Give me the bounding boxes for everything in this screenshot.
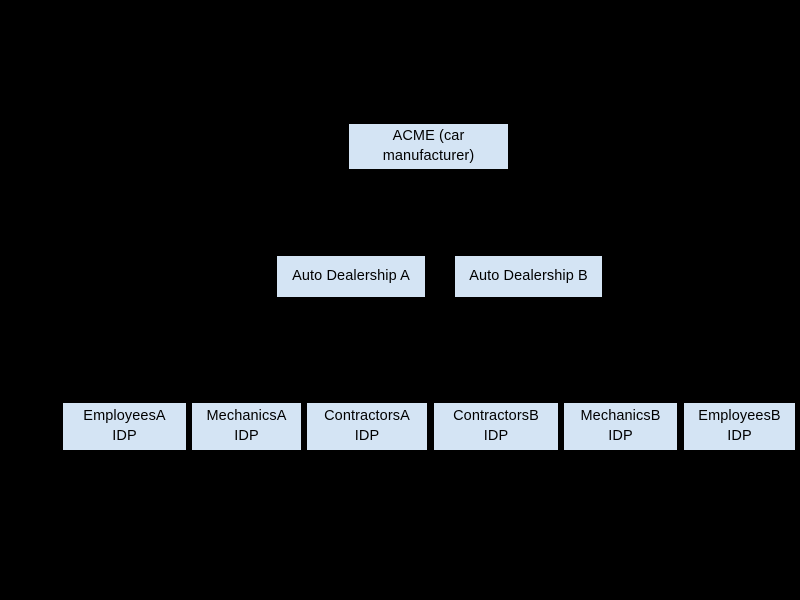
node-acme[interactable]: ACME (car manufacturer) [349,124,508,169]
node-employeesb-idp-label: EmployeesB IDP [698,407,781,444]
node-contractorsa-idp[interactable]: ContractorsA IDP [307,403,427,450]
node-employeesb-idp[interactable]: EmployeesB IDP [684,403,795,450]
node-employeesa-idp[interactable]: EmployeesA IDP [63,403,186,450]
node-contractorsb-idp[interactable]: ContractorsB IDP [434,403,558,450]
node-mechanicsa-idp-label: MechanicsA IDP [206,407,287,444]
node-mechanicsb-idp[interactable]: MechanicsB IDP [564,403,677,450]
node-mechanicsb-idp-label: MechanicsB IDP [580,407,661,444]
node-auto-dealership-b-label: Auto Dealership B [469,267,588,284]
node-auto-dealership-a-label: Auto Dealership A [292,267,410,284]
node-employeesa-idp-label: EmployeesA IDP [83,407,166,444]
node-auto-dealership-b[interactable]: Auto Dealership B [455,256,602,297]
node-contractorsa-idp-label: ContractorsA IDP [324,407,410,444]
node-acme-label: ACME (car manufacturer) [382,127,475,164]
node-contractorsb-idp-label: ContractorsB IDP [453,407,539,444]
node-mechanicsa-idp[interactable]: MechanicsA IDP [192,403,301,450]
node-auto-dealership-a[interactable]: Auto Dealership A [277,256,425,297]
